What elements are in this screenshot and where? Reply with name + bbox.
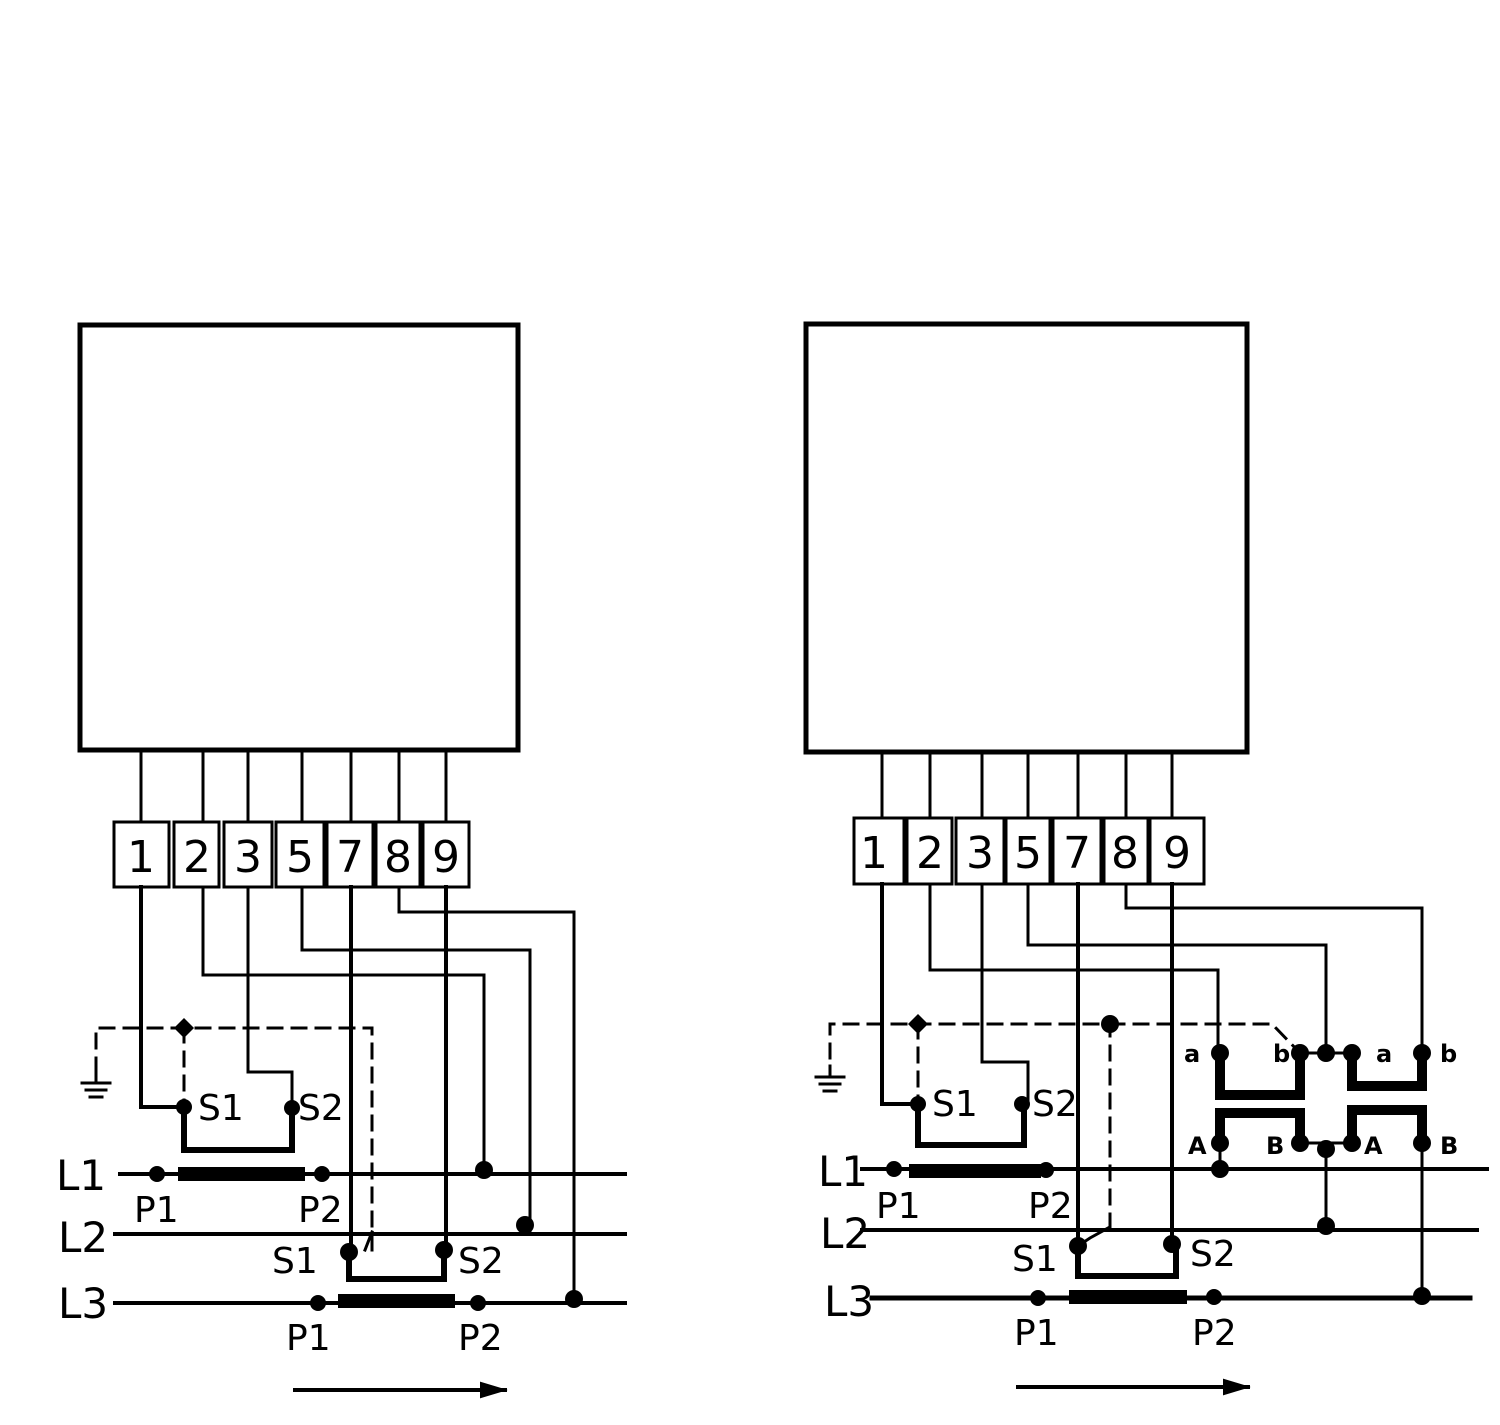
left-ct1-p2-label: P2 (298, 1190, 343, 1231)
right-ct2-s2-label: S2 (1190, 1234, 1236, 1275)
right-terminal-label: 8 (1111, 828, 1139, 879)
right-terminal-label: 9 (1163, 828, 1191, 879)
right-earth-wiring (828, 1022, 1303, 1230)
right-terminal-label: 3 (966, 828, 994, 879)
left-earth-hook (363, 1230, 374, 1252)
right-junction-dots (886, 1015, 1431, 1306)
left-ct2-secondary (346, 1247, 447, 1282)
left-terminal-label: 9 (432, 832, 460, 883)
right-l1-label: L1 (818, 1147, 868, 1196)
right-meter-leads (880, 750, 1174, 820)
right-ct1-p1-label: P1 (876, 1186, 921, 1227)
left-ct1-p1-label: P1 (134, 1190, 179, 1231)
left-earth-icon (80, 1070, 112, 1099)
right-vt2-b-label: b (1440, 1040, 1457, 1068)
right-ct1-p2-label: P2 (1028, 1186, 1073, 1227)
left-terminal-label: 5 (286, 832, 314, 883)
left-earth-wiring (94, 1026, 374, 1252)
left-terminal-2 (172, 820, 221, 889)
right-diagram (803, 321, 1489, 1396)
right-meter-box (803, 321, 1250, 755)
right-ct2-p1-label: P1 (1014, 1313, 1059, 1354)
right-terminal-label: 7 (1063, 828, 1091, 879)
right-earth-icon (814, 1064, 846, 1093)
right-ct1-secondary (915, 1101, 1027, 1148)
left-terminal-label: 1 (127, 832, 155, 883)
left-l1-label: L1 (56, 1151, 106, 1200)
left-ct2-p2-label: P2 (458, 1318, 503, 1359)
left-meter-box (77, 322, 521, 753)
left-junction-dots (149, 1099, 583, 1311)
right-ct2-secondary (1075, 1241, 1179, 1279)
right-vt1-A-label: A (1188, 1132, 1207, 1160)
left-l3-label: L3 (58, 1279, 108, 1328)
right-terminal-3 (954, 816, 1006, 886)
left-ct2-s2-label: S2 (458, 1241, 504, 1282)
right-ct1-s1-label: S1 (932, 1084, 978, 1125)
left-terminal-5 (274, 820, 326, 889)
right-l2-label: L2 (820, 1209, 870, 1258)
right-vt1-a-label: a (1184, 1040, 1200, 1068)
left-terminal-label: 2 (183, 832, 211, 883)
left-wiring (139, 885, 576, 1305)
left-earth-node (174, 1018, 194, 1038)
right-ct2-s1-label: S1 (1012, 1239, 1058, 1280)
right-vt1-B-label: B (1266, 1132, 1284, 1160)
right-terminal-label: 5 (1014, 828, 1042, 879)
right-terminal-label: 2 (916, 828, 944, 879)
left-terminal-labels: 1 2 3 5 7 8 9 (127, 832, 460, 883)
right-earth-node (908, 1014, 928, 1034)
left-l2-label: L2 (58, 1213, 108, 1262)
right-wiring (880, 882, 1424, 1300)
left-terminal-label: 7 (336, 832, 364, 883)
right-vt1-b-label: b (1273, 1040, 1290, 1068)
left-ct1-s2-label: S2 (298, 1088, 344, 1129)
right-terminal-labels: 1 2 3 5 7 8 9 (860, 828, 1191, 879)
right-vt-windings (1215, 1051, 1427, 1148)
right-terminal-9 (1148, 816, 1206, 886)
right-vt2-B-label: B (1440, 1132, 1458, 1160)
left-terminal-label: 8 (384, 832, 412, 883)
left-terminal-label: 3 (234, 832, 262, 883)
right-terminal-1 (852, 816, 906, 886)
right-vt2-A-label: A (1364, 1132, 1383, 1160)
left-diagram (77, 322, 627, 1399)
left-ct2-p1-label: P1 (286, 1318, 331, 1359)
left-ct1-s1-label: S1 (198, 1088, 244, 1129)
right-ct2-p2-label: P2 (1192, 1313, 1237, 1354)
left-ct1-secondary (181, 1104, 295, 1153)
right-vt2-a-label: a (1376, 1040, 1392, 1068)
left-ct2-s1-label: S1 (272, 1241, 318, 1282)
left-meter-leads (139, 748, 448, 824)
right-l3-label: L3 (824, 1277, 874, 1326)
right-ct1-s2-label: S2 (1032, 1084, 1078, 1125)
right-terminal-label: 1 (860, 828, 888, 879)
